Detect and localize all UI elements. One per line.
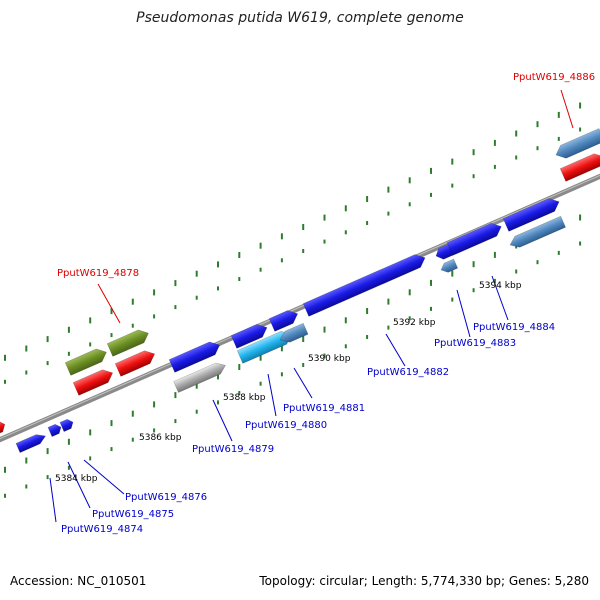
callout-line — [267, 373, 277, 417]
gene-arrow[interactable] — [302, 251, 428, 317]
genome-stats-text: Topology: circular; Length: 5,774,330 bp… — [259, 574, 589, 588]
gene-label[interactable]: PputW619_4880 — [245, 420, 327, 431]
map-title: Pseudomonas putida W619, complete genome — [136, 10, 464, 26]
gene-arrow[interactable] — [173, 360, 228, 393]
gene-arrow[interactable] — [168, 339, 222, 373]
callout-line — [97, 283, 121, 324]
tick-mark-rows — [4, 102, 582, 498]
gene-features — [0, 128, 600, 453]
gene-label[interactable]: PputW619_4875 — [92, 509, 174, 520]
gene-label[interactable]: PputW619_4881 — [283, 403, 365, 414]
callout-line — [67, 461, 91, 509]
callout-line — [560, 89, 574, 129]
accession-text: Accession: NC_010501 — [10, 574, 147, 588]
callout-line — [491, 275, 509, 321]
gene-label[interactable]: PputW619_4884 — [473, 322, 555, 333]
gene-label[interactable]: PputW619_4876 — [125, 492, 207, 503]
gene-label[interactable]: PputW619_4879 — [192, 444, 274, 455]
gene-arrow[interactable] — [72, 367, 115, 396]
scale-label: 5392 kbp — [393, 318, 436, 328]
gene-arrow[interactable] — [508, 215, 566, 250]
gene-arrow[interactable] — [47, 423, 63, 437]
gene-label[interactable]: PputW619_4883 — [434, 338, 516, 349]
gene-arrow[interactable] — [439, 258, 459, 275]
gene-arrow[interactable] — [559, 151, 600, 182]
gene-arrow[interactable] — [230, 321, 270, 349]
scale-label: 5386 kbp — [139, 433, 182, 443]
gene-arrow[interactable] — [114, 348, 157, 377]
gene-arrow[interactable] — [502, 195, 562, 232]
scale-label: 5384 kbp — [55, 474, 98, 484]
scale-label: 5388 kbp — [223, 393, 266, 403]
gene-arrow[interactable] — [268, 307, 300, 332]
callout-line — [385, 333, 406, 367]
gene-label[interactable]: PputW619_4886 — [513, 72, 595, 83]
callout-line — [83, 459, 125, 495]
scale-label: 5390 kbp — [308, 354, 351, 364]
gene-arrow[interactable] — [15, 431, 47, 453]
scale-label: 5394 kbp — [479, 281, 522, 291]
callout-line — [456, 289, 471, 338]
gene-label[interactable]: PputW619_4874 — [61, 524, 143, 535]
gene-arrow[interactable] — [553, 128, 600, 162]
gene-arrow[interactable] — [446, 220, 504, 256]
gene-arrow[interactable] — [0, 419, 7, 436]
gene-label[interactable]: PputW619_4878 — [57, 268, 139, 279]
callout-line — [293, 367, 313, 399]
gene-arrow[interactable] — [59, 418, 75, 432]
gene-label[interactable]: PputW619_4882 — [367, 367, 449, 378]
gene-arrow[interactable] — [278, 322, 309, 345]
label-callout-lines — [49, 89, 574, 523]
gene-arrow[interactable] — [106, 327, 151, 357]
genome-backbone-highlight — [0, 174, 600, 440]
callout-line — [212, 399, 233, 442]
gene-arrow[interactable] — [64, 346, 109, 376]
callout-line — [49, 477, 57, 523]
